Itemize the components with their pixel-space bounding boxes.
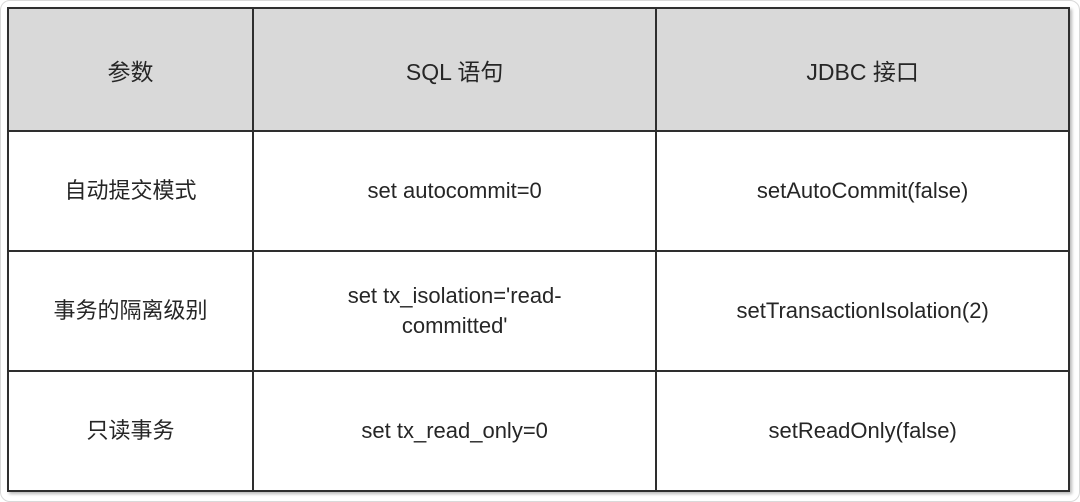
table-row: 只读事务 set tx_read_only=0 setReadOnly(fals…	[6, 370, 1070, 492]
cell-jdbc: setReadOnly(false)	[655, 370, 1070, 492]
table-row: 自动提交模式 set autocommit=0 setAutoCommit(fa…	[6, 130, 1070, 252]
table-row: 事务的隔离级别 set tx_isolation='read-committed…	[6, 250, 1070, 372]
column-header-sql: SQL 语句	[252, 7, 658, 132]
column-header-param: 参数	[6, 7, 255, 132]
cell-param: 自动提交模式	[6, 130, 255, 252]
cell-jdbc: setAutoCommit(false)	[655, 130, 1070, 252]
cell-sql: set tx_isolation='read-committed'	[252, 250, 658, 372]
cell-param: 只读事务	[6, 370, 255, 492]
header-row: 参数 SQL 语句 JDBC 接口	[6, 7, 1070, 132]
cell-sql: set tx_read_only=0	[252, 370, 658, 492]
column-header-jdbc: JDBC 接口	[655, 7, 1070, 132]
cell-param: 事务的隔离级别	[6, 250, 255, 372]
cell-sql: set autocommit=0	[252, 130, 658, 252]
cell-jdbc: setTransactionIsolation(2)	[655, 250, 1070, 372]
transaction-parameters-table: 参数 SQL 语句 JDBC 接口 自动提交模式 set autocommit=…	[6, 7, 1070, 492]
